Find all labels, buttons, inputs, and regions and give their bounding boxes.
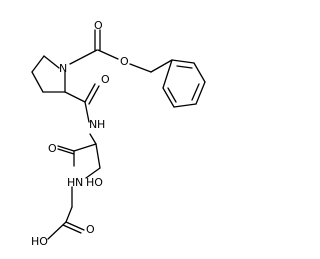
serine-carbonyl-oxygen-label: O (48, 142, 57, 155)
amide-hydrogen-2-label: H (67, 176, 75, 189)
bond (129, 63, 152, 73)
bond (89, 133, 97, 145)
bond (162, 87, 175, 108)
chemical-structure: N O O O N H O N H HO HO O (31, 19, 206, 248)
bond (62, 224, 82, 234)
glycine-residue (47, 186, 85, 240)
bond (150, 59, 173, 73)
amide-nitrogen-2-label: N (75, 176, 83, 189)
amide-hydrogen-1-label: H (97, 118, 105, 131)
bond (95, 143, 101, 169)
bond (85, 167, 101, 179)
bond (64, 91, 86, 103)
bond (73, 143, 97, 152)
bond (193, 62, 206, 83)
bond (88, 85, 100, 105)
bond (57, 148, 75, 155)
carbamate-carbonyl-oxygen-label: O (94, 19, 103, 32)
bond (84, 101, 90, 123)
proline-carbonyl (64, 83, 100, 123)
bond (176, 65, 193, 69)
bond (171, 59, 195, 64)
pyrrolidine-ring (31, 55, 66, 93)
bond (69, 49, 98, 65)
serine-residue (57, 133, 101, 179)
carboxylic-acid-hydroxyl-label: HO (31, 235, 48, 248)
bond (97, 49, 119, 60)
bond (65, 206, 73, 223)
bond (173, 103, 197, 108)
bond (43, 55, 60, 69)
bond (31, 55, 45, 73)
cbz-group (69, 29, 173, 73)
carbamate-ester-oxygen-label: O (120, 55, 129, 68)
amide-nitrogen-1-label: N (89, 118, 97, 131)
bond (65, 221, 85, 231)
ring-nitrogen-label: N (59, 62, 67, 75)
bond (57, 145, 75, 152)
phenyl-ring (162, 59, 206, 108)
bond (84, 83, 96, 103)
proline-carbonyl-oxygen-label: O (101, 73, 110, 86)
bond (191, 83, 200, 101)
carboxylic-acid-carbonyl-oxygen-label: O (86, 223, 95, 236)
serine-hydroxyl-label: HO (86, 176, 103, 189)
bond (162, 59, 173, 89)
bond (31, 71, 44, 93)
bond (167, 87, 177, 103)
bond (195, 81, 206, 105)
